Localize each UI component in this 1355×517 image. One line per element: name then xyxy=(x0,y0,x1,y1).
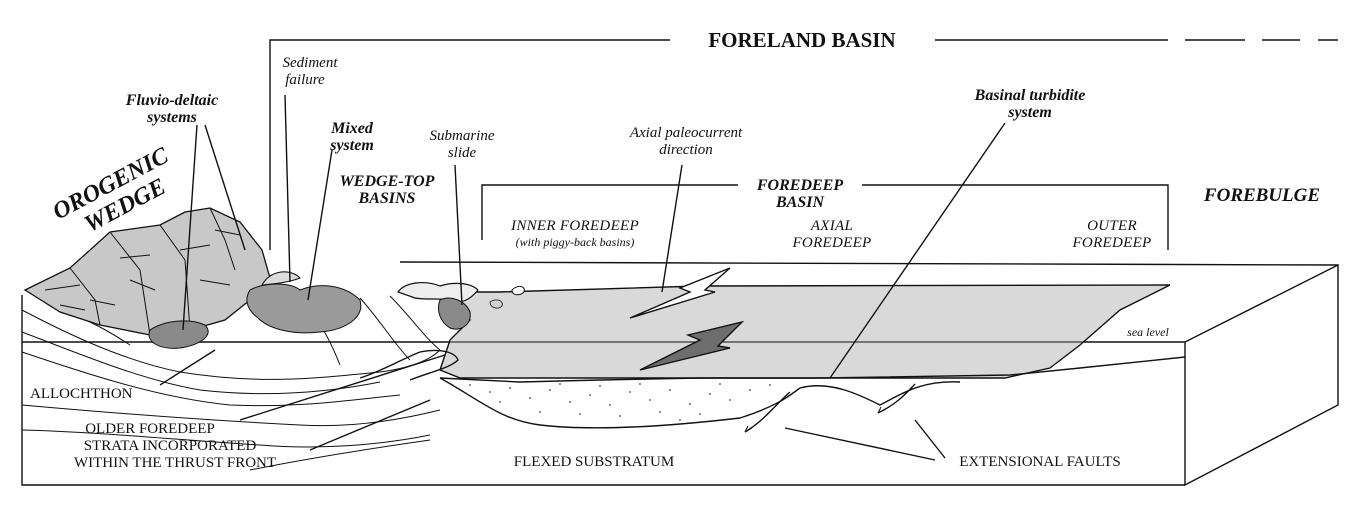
basinal-turbidite-label-2: system xyxy=(1007,104,1052,121)
forebulge-label: FOREBULGE xyxy=(1203,185,1320,206)
wedge-top-label: WEDGE-TOP xyxy=(340,173,435,190)
foredeep-basin-label-2: BASIN xyxy=(775,194,825,211)
outer-foredeep-label-2: FOREDEEP xyxy=(1071,235,1151,251)
deposits xyxy=(148,271,525,349)
older-foredeep-label: OLDER FOREDEEP xyxy=(85,421,215,437)
axial-paleocurrent-label-2: direction xyxy=(659,142,713,158)
wedge-top-label-2: BASINS xyxy=(358,190,416,207)
outer-foredeep-label: OUTER xyxy=(1087,218,1137,234)
axial-paleocurrent-label: Axial paleocurrent xyxy=(629,125,743,141)
flexed-substratum-label: FLEXED SUBSTRATUM xyxy=(514,454,674,470)
submarine-slide-label: Submarine xyxy=(430,128,495,144)
paleocurrent-arrow-surface xyxy=(629,267,731,319)
older-foredeep-label-3: WITHIN THE THRUST FRONT xyxy=(74,455,276,471)
extensional-faults-label: EXTENSIONAL FAULTS xyxy=(959,454,1121,470)
sea-level-label: sea level xyxy=(1127,325,1169,339)
sediment-failure-label-2: failure xyxy=(285,72,325,88)
submarine-slide-label-2: slide xyxy=(448,145,477,161)
foredeep-water xyxy=(438,284,1171,379)
inner-foredeep-label: INNER FOREDEEP xyxy=(510,218,639,234)
foredeep-basin-label: FOREDEEP xyxy=(756,177,843,194)
foreland-basin-bracket xyxy=(269,39,1338,250)
sediment-failure-label: Sediment xyxy=(283,55,339,71)
fluvio-deltaic-label-2: systems xyxy=(146,109,197,126)
older-foredeep-label-2: STRATA INCORPORATED xyxy=(84,438,257,454)
fluvio-deltaic-label: Fluvio-deltaic xyxy=(125,92,218,109)
axial-foredeep-label: AXIAL xyxy=(810,218,853,234)
axial-foredeep-label-2: FOREDEEP xyxy=(791,235,871,251)
foreland-basin-title: FORELAND BASIN xyxy=(708,28,895,52)
foredeep-basin-bracket xyxy=(481,184,1169,250)
block-side-face xyxy=(1184,263,1339,487)
leader-lines xyxy=(159,94,1006,461)
orogenic-wedge xyxy=(23,207,271,336)
piggy-back-label: (with piggy-back basins) xyxy=(516,235,635,249)
mixed-system-label-2: system xyxy=(329,137,374,154)
paleocurrent-arrow-axial xyxy=(639,320,745,371)
turbidite-stipple xyxy=(469,383,771,421)
basin-floor xyxy=(439,356,1186,433)
mixed-system-label: Mixed xyxy=(330,120,374,137)
allochthon-label: ALLOCHTHON xyxy=(30,386,133,402)
basinal-turbidite-label: Basinal turbidite xyxy=(974,87,1086,104)
